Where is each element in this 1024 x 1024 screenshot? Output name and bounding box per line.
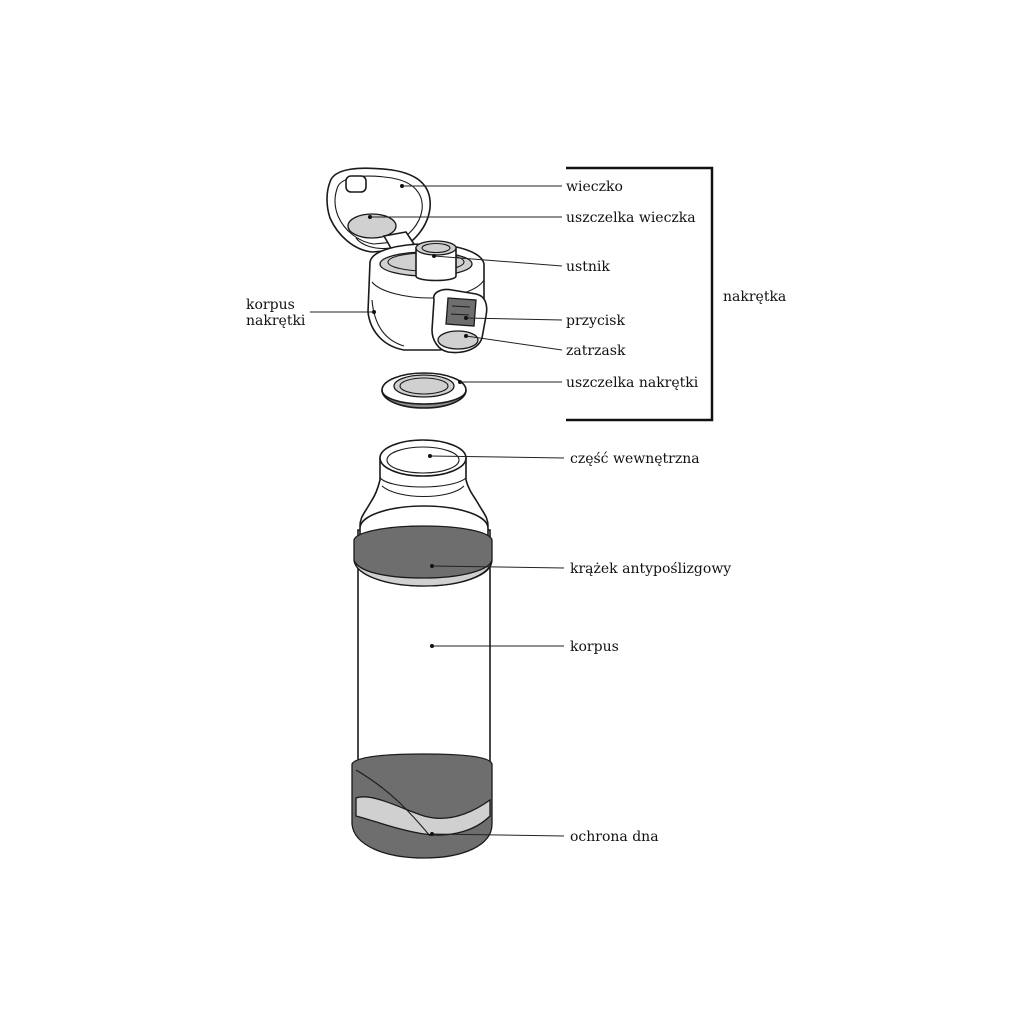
label-korpus: korpus [570, 639, 619, 655]
label-korpus-nakretki-2: nakrętki [246, 313, 306, 329]
bottle [351, 439, 493, 859]
label-korpus-nakretki-1: korpus [246, 297, 295, 313]
label-wieczko: wieczko [566, 179, 623, 195]
mouthpiece-drawing [415, 240, 457, 282]
lid-drawing [326, 167, 431, 253]
leader-lines [310, 184, 565, 837]
label-zatrzask: zatrzask [566, 343, 626, 359]
label-krazek-antyposlizgowy: krążek antypoślizgowy [570, 561, 731, 577]
label-uszczelka-wieczka: uszczelka wieczka [566, 210, 696, 226]
label-przycisk: przycisk [566, 313, 625, 329]
anti-slip-ring-drawing [353, 525, 493, 587]
base-protection-drawing [351, 753, 493, 859]
label-ochrona-dna: ochrona dna [570, 829, 659, 845]
label-czesc-wewnetrzna: część wewnętrzna [570, 451, 700, 467]
latch-button-drawing [431, 288, 488, 354]
label-nakretka: nakrętka [723, 289, 786, 305]
label-ustnik: ustnik [566, 259, 610, 275]
cap-group-bracket [566, 166, 714, 422]
cap-assembly [326, 167, 488, 409]
cap-seal-drawing [381, 372, 467, 409]
label-uszczelka-nakretki: uszczelka nakrętki [566, 375, 699, 391]
